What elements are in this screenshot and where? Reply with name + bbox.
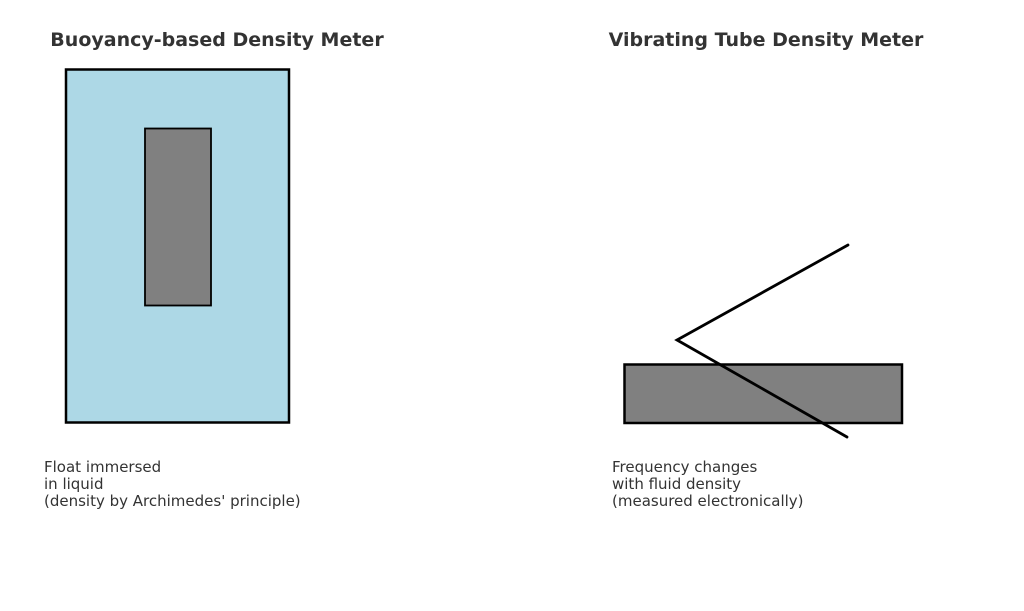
buoyancy-caption: Float immersed in liquid (density by Arc… — [44, 459, 301, 510]
buoyancy-panel-title: Buoyancy-based Density Meter — [50, 29, 384, 51]
caption-line: with fluid density — [612, 475, 742, 493]
vibrating-tube-caption: Frequency changes with fluid density (me… — [612, 459, 804, 510]
vibrating-tube-rect — [623, 363, 904, 425]
caption-line: in liquid — [44, 475, 104, 493]
caption-line: Frequency changes — [612, 458, 758, 476]
vibration-zigzag-line — [674, 243, 850, 439]
float-rect — [144, 127, 212, 307]
caption-line: (density by Archimedes' principle) — [44, 492, 301, 510]
vibrating-tube-panel-title: Vibrating Tube Density Meter — [608, 29, 924, 51]
caption-line: Float immersed — [44, 458, 162, 476]
caption-line: (measured electronically) — [612, 492, 804, 510]
